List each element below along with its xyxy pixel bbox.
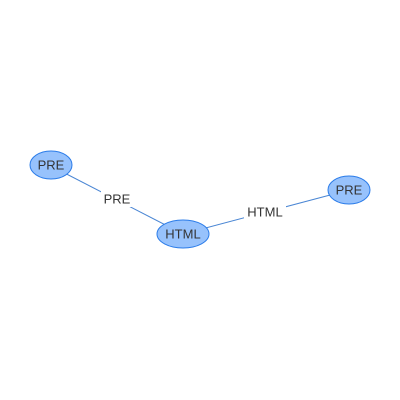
node-html[interactable]: HTML xyxy=(156,219,210,249)
node-label: HTML xyxy=(165,227,200,242)
node-ellipse xyxy=(29,150,73,180)
nodes-layer: PRE HTML PRE xyxy=(29,150,371,249)
edges-layer: PRE HTML xyxy=(50,165,350,235)
edge-label: HTML xyxy=(247,205,282,220)
node-pre-left[interactable]: PRE xyxy=(29,150,73,180)
node-ellipse xyxy=(327,175,371,205)
node-label: PRE xyxy=(336,183,363,198)
edge-html-to-pre[interactable]: HTML xyxy=(182,189,350,235)
edge-label-background xyxy=(101,191,133,207)
edge-label: PRE xyxy=(104,192,131,207)
node-ellipse xyxy=(156,219,210,249)
edge-label-background xyxy=(244,204,286,220)
edge-pre-to-html[interactable]: PRE xyxy=(50,165,184,235)
node-pre-right[interactable]: PRE xyxy=(327,175,371,205)
node-label: PRE xyxy=(38,158,65,173)
